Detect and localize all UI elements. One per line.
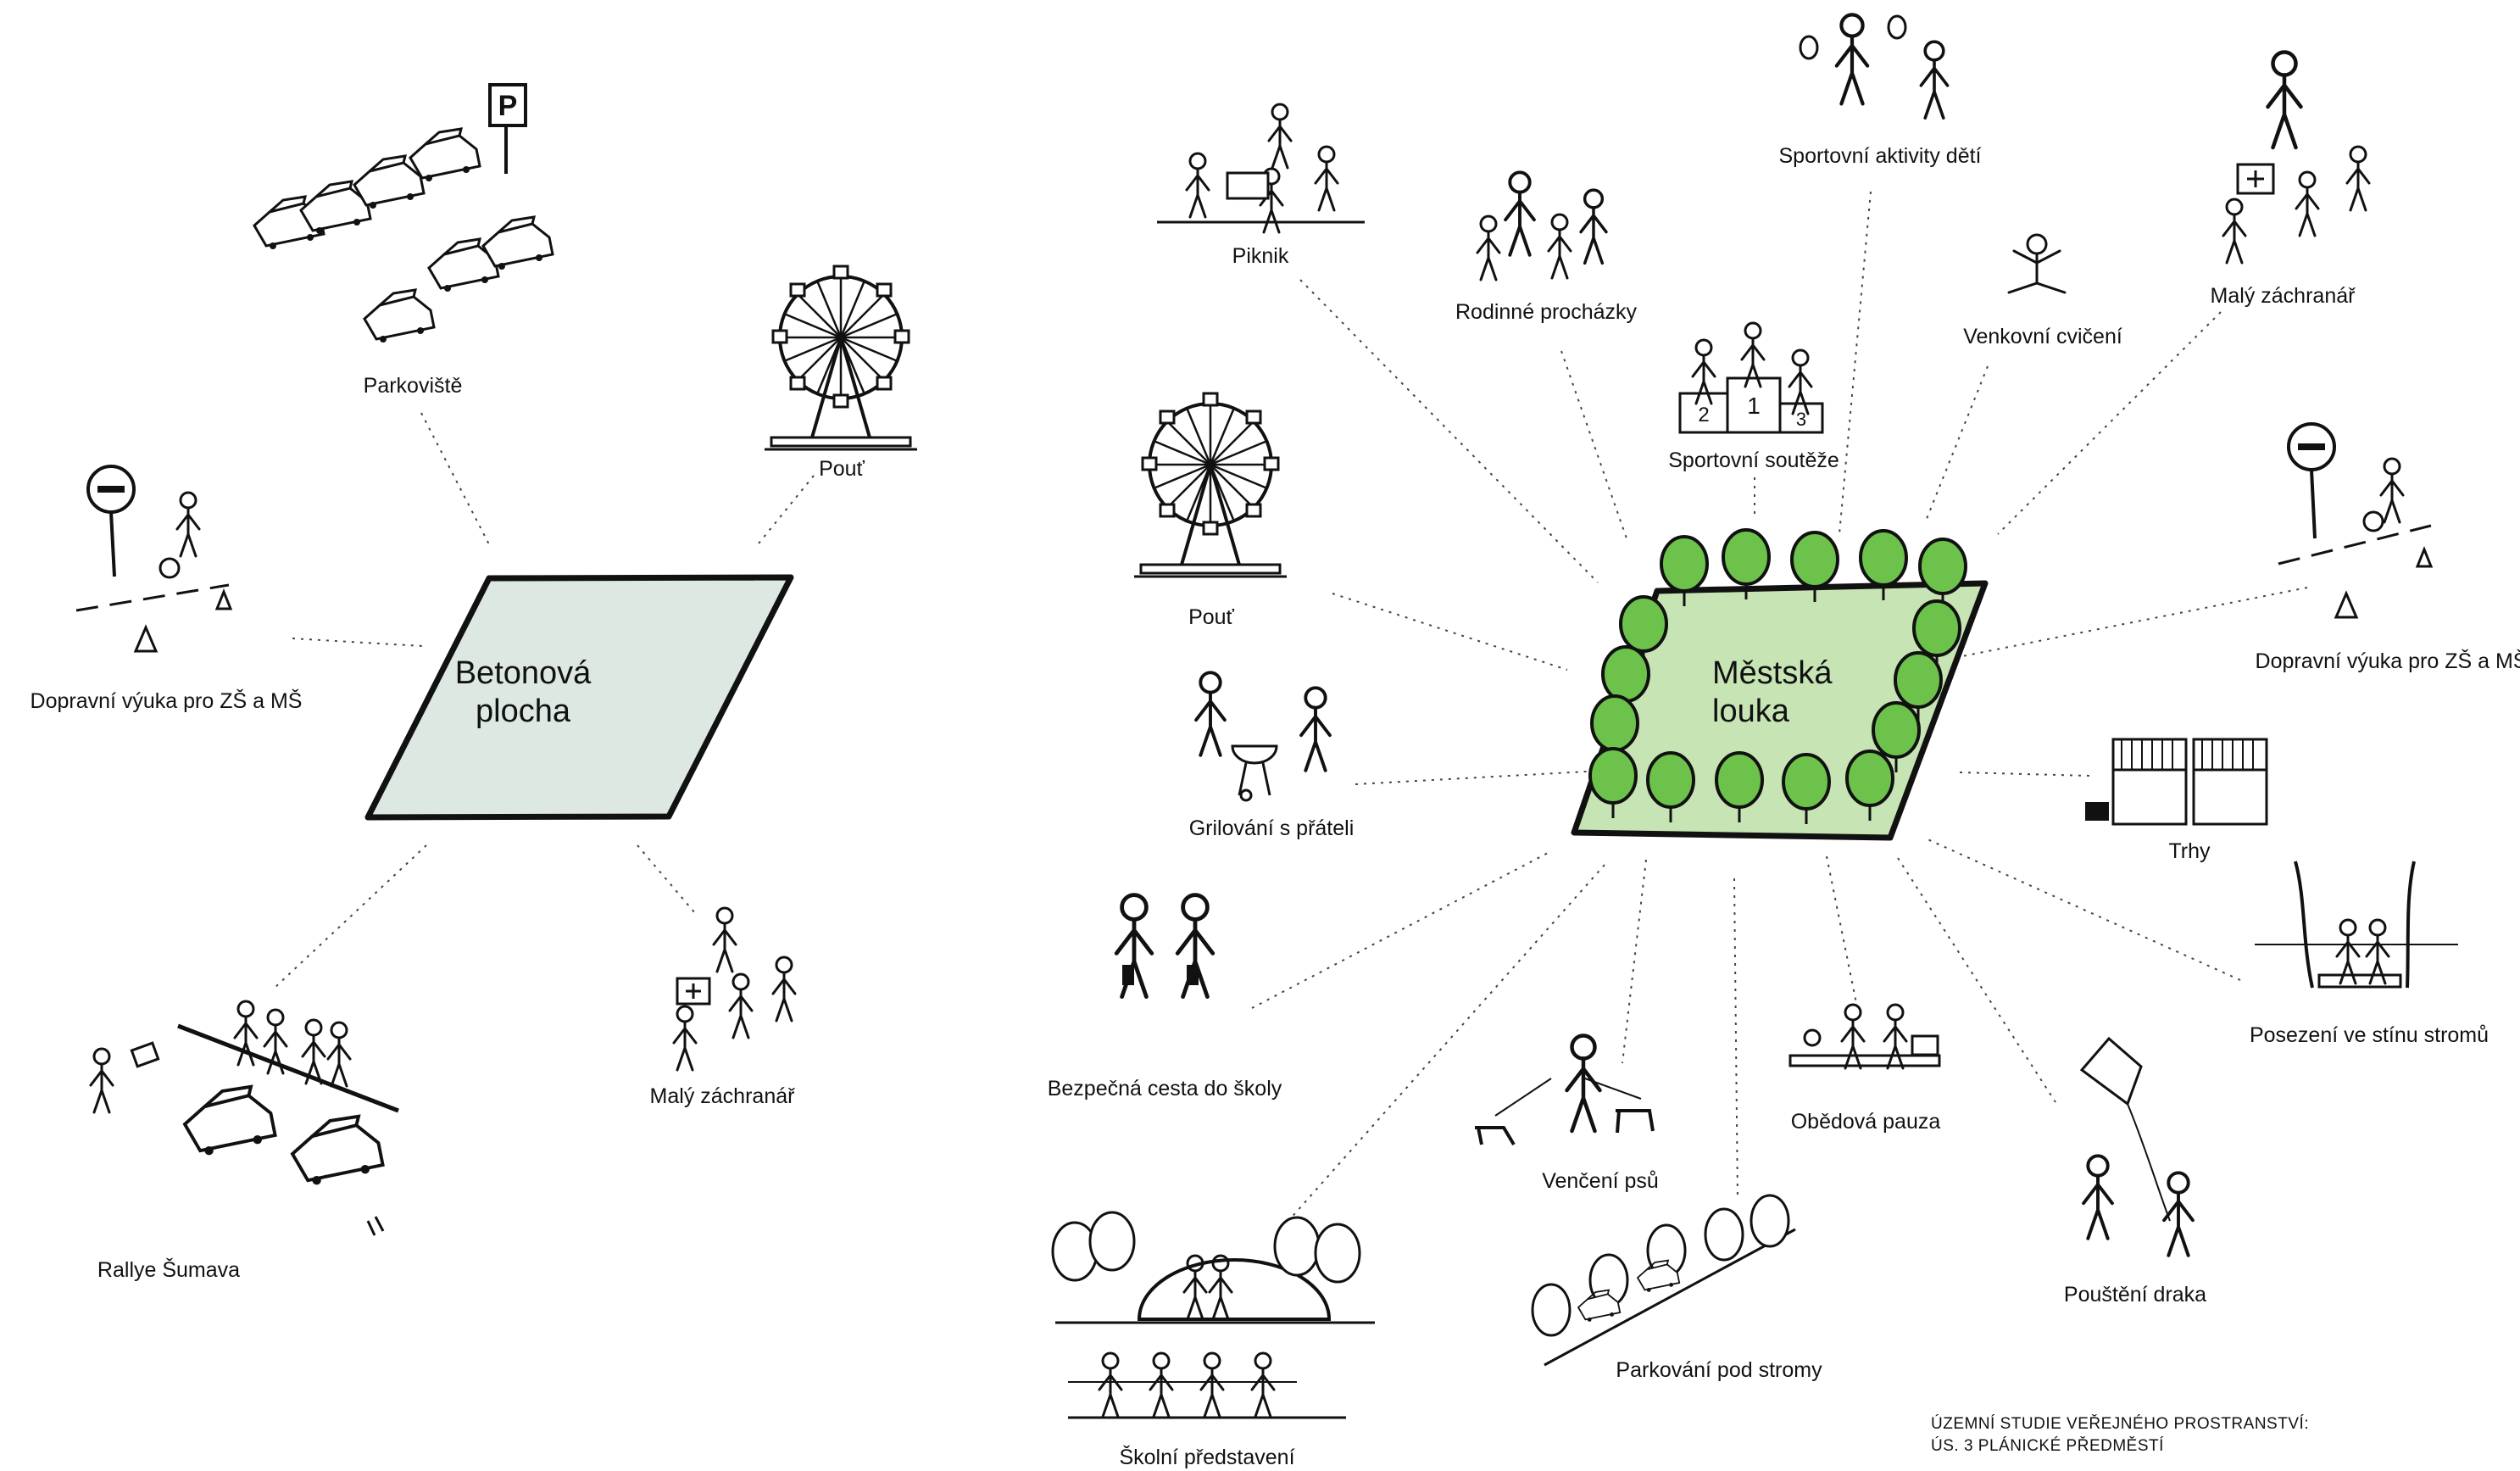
parked-cars-icon: P <box>253 83 554 344</box>
connector-trhy <box>1959 772 2091 777</box>
connector-maly-left <box>637 844 696 914</box>
hub-meadow <box>1571 528 1989 841</box>
dog-walking-icon <box>1475 1036 1655 1146</box>
traffic-lesson-icon <box>75 465 233 653</box>
label-maly-left: Malý záchranář <box>649 1084 795 1108</box>
ferris-wheel-icon <box>763 265 919 451</box>
concrete-title-line2: plocha <box>476 693 570 729</box>
meadow-title-line2: louka <box>1712 693 1789 729</box>
label-parkoviste: Parkoviště <box>363 374 463 398</box>
connector-venceni <box>1622 859 1647 1064</box>
connector-obedova <box>1826 855 1857 1004</box>
connector-dopravni-left <box>292 638 423 647</box>
label-grilovani: Grilování s přáteli <box>1188 816 1355 840</box>
ferris-wheel-icon <box>1132 392 1288 578</box>
connector-parkovani <box>1733 878 1738 1201</box>
connector-skolni <box>1288 864 1605 1222</box>
connector-cviceni <box>1926 365 1989 520</box>
label-bezpecna: Bezpečná cesta do školy <box>1047 1077 1282 1100</box>
label-obedova: Obědová pauza <box>1790 1110 1941 1134</box>
label-skolni: Školní představení <box>1119 1446 1295 1469</box>
picnic-icon <box>1157 103 1365 234</box>
kite-icon <box>2079 1036 2195 1257</box>
connector-parkoviste <box>420 412 491 547</box>
label-souteze: Sportovní soutěže <box>1668 449 1839 472</box>
connector-maly-right <box>1997 311 2222 535</box>
label-parkovani: Parkování pod stromy <box>1616 1358 1822 1382</box>
footer-caption: ÚZEMNÍ STUDIE VEŘEJNÉHO PROSTRANSTVÍ: ÚS… <box>1931 1413 2309 1457</box>
label-rodinne: Rodinné procházky <box>1455 300 1638 324</box>
label-drak: Pouštění draka <box>2063 1283 2207 1307</box>
traffic-lesson-icon <box>2278 422 2434 619</box>
label-rallye: Rallye Šumava <box>97 1258 241 1282</box>
label-trhy: Trhy <box>2168 839 2211 863</box>
hub-concrete <box>364 574 794 821</box>
label-venceni: Venčení psů <box>1542 1169 1659 1193</box>
label-posezeni: Posezení ve stínu stromů <box>2249 1023 2489 1047</box>
connector-piknik <box>1299 279 1599 583</box>
svg-text:2: 2 <box>1698 404 1709 426</box>
market-stalls-icon <box>2085 738 2268 826</box>
label-piknik: Piknik <box>1232 244 1289 268</box>
concrete-title: Betonová plocha <box>455 655 592 731</box>
label-sport-deti: Sportovní aktivity dětí <box>1778 144 1982 168</box>
connector-pout-right <box>1332 593 1568 671</box>
connector-pout-left <box>758 475 815 544</box>
outdoor-stage-icon <box>1051 1211 1375 1419</box>
bench-shade-icon <box>2255 861 2458 989</box>
connector-grilovani <box>1355 771 1588 785</box>
connector-lines <box>274 191 2308 1222</box>
podium-icon: 2 1 3 <box>1678 321 1824 434</box>
meadow-title-line1: Městská <box>1712 655 1833 691</box>
badminton-icon <box>1799 14 1950 120</box>
concrete-parallelogram <box>364 574 794 821</box>
school-walk-icon <box>1116 895 1213 997</box>
connector-bezpecna <box>1251 851 1550 1009</box>
footer-line1: ÚZEMNÍ STUDIE VEŘEJNÉHO PROSTRANSTVÍ: <box>1931 1415 2310 1433</box>
barbecue-icon <box>1194 671 1332 802</box>
label-pout-right: Pouť <box>1188 605 1234 629</box>
connector-drak <box>1897 857 2056 1103</box>
tree-parking-icon <box>1531 1194 1796 1367</box>
connector-dopravni-right <box>1940 587 2308 661</box>
label-maly-right: Malý záchranář <box>2210 284 2356 308</box>
connector-sport-deti <box>1839 191 1872 535</box>
svg-text:P: P <box>498 90 518 122</box>
yoga-icon <box>2007 233 2067 294</box>
concrete-title-line1: Betonová <box>454 655 592 691</box>
label-cviceni: Venkovní cvičení <box>1963 325 2122 348</box>
rally-cars-icon <box>89 1000 399 1236</box>
label-pout-left: Pouť <box>819 457 865 481</box>
meadow-title: Městská louka <box>1712 655 1832 731</box>
svg-text:3: 3 <box>1796 409 1806 430</box>
label-dopravni-left: Dopravní výuka pro ZŠ a MŠ <box>30 689 303 713</box>
label-dopravni-right: Dopravní výuka pro ZŠ a MŠ <box>2255 649 2520 673</box>
svg-text:1: 1 <box>1747 393 1761 419</box>
connector-rallye <box>274 844 427 989</box>
lunch-break-icon <box>1788 1003 1941 1070</box>
footer-line2: ÚS. 3 PLÁNICKÉ PŘEDMĚSTÍ <box>1931 1436 2164 1455</box>
first-aid-family-icon <box>672 906 797 1072</box>
first-aid-family-icon <box>2222 53 2371 265</box>
connector-rodinne <box>1560 350 1628 542</box>
family-walk-icon <box>1476 170 1608 281</box>
